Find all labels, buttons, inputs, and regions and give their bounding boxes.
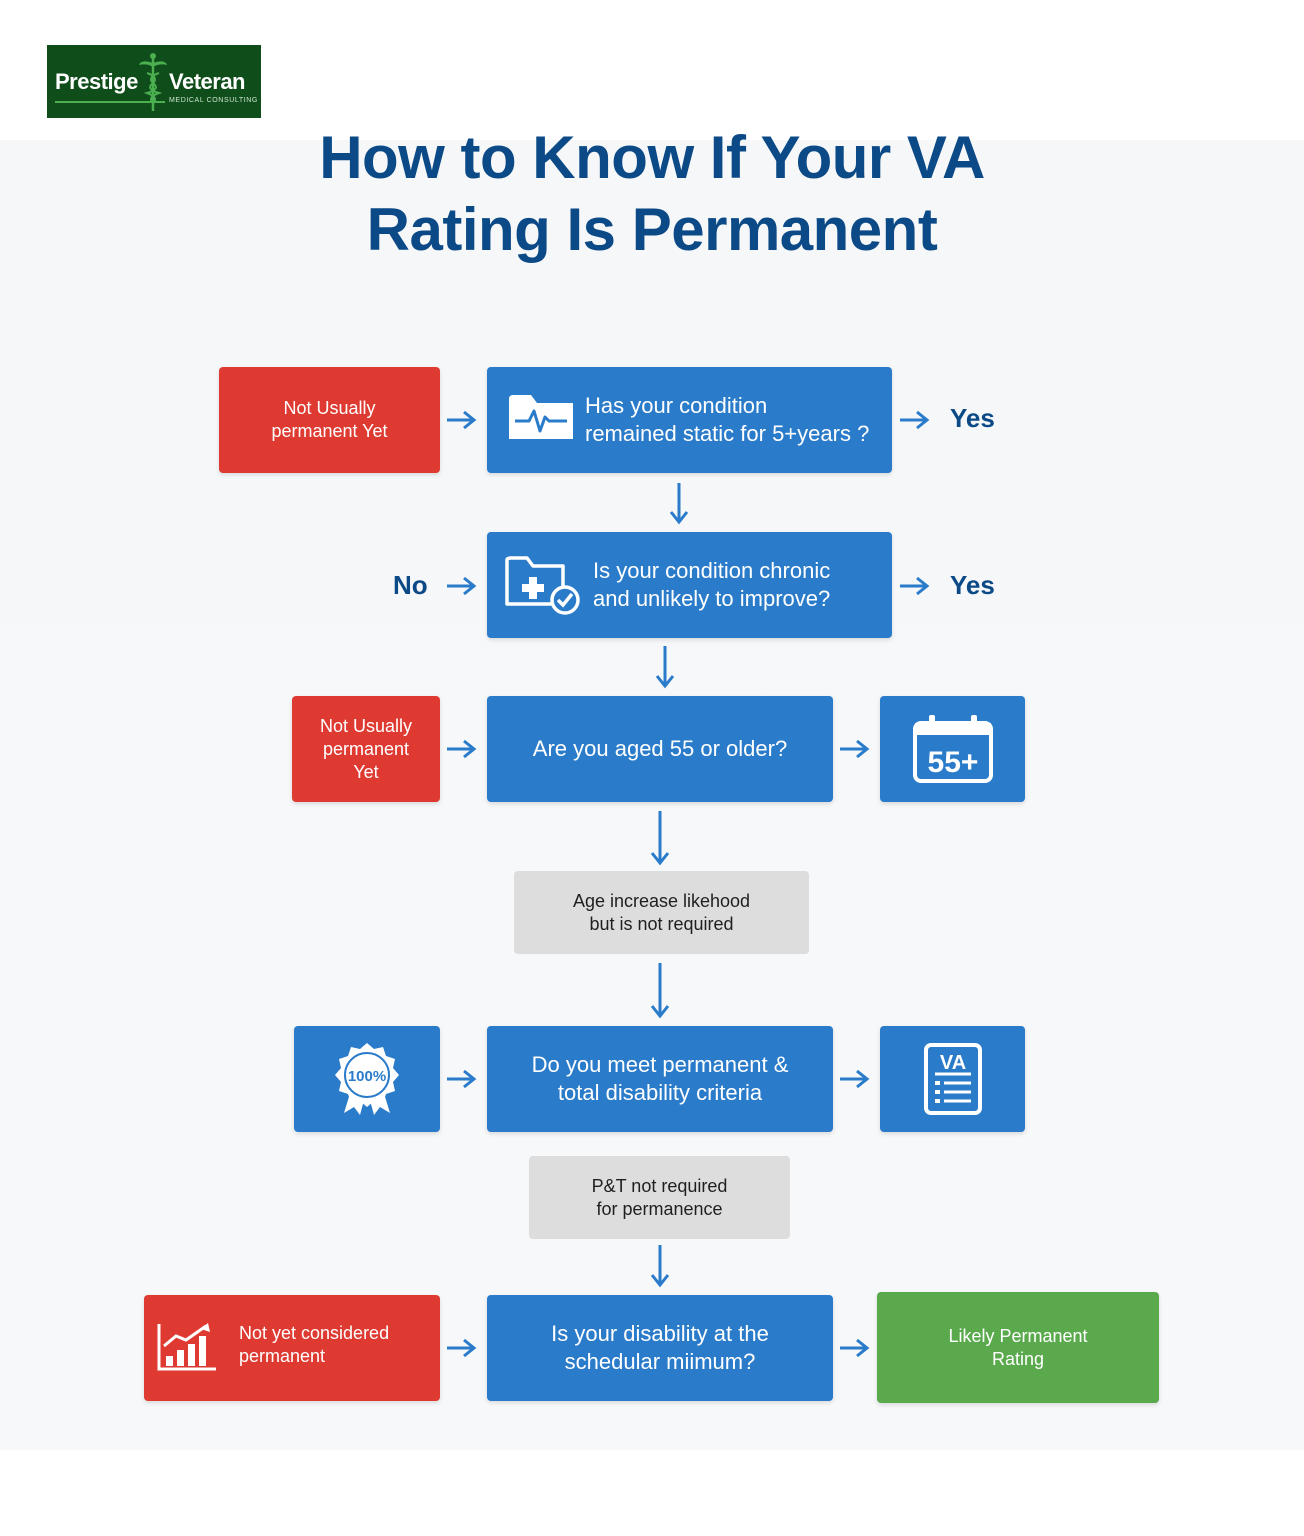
yes-label-1: Yes [950,403,995,433]
title-line-1: How to Know If Your VA [319,124,985,191]
page-title: How to Know If Your VA Rating Is Permane… [0,122,1304,266]
question-chronic-condition: Is your condition chronic and unlikely t… [487,532,892,638]
logo-word-veteran: Veteran [169,69,246,94]
question-text-2: Is your condition chronic and unlikely t… [593,558,831,611]
arrow-row3-left [447,739,477,759]
arrow-down-2 [655,646,675,689]
arrow-row1-left [447,410,477,430]
va-document-icon: VA [923,1043,982,1115]
arrow-row2-right [900,576,930,596]
question-pt-criteria: Do you meet permanent & total disability… [487,1026,833,1132]
arrow-row2-left [447,576,477,596]
question-aged-55: Are you aged 55 or older? [487,696,833,802]
arrow-down-4 [650,963,670,1019]
question-text-5: Is your disability at the schedular miim… [551,1321,769,1374]
arrow-row5-right [840,1338,870,1358]
va-document-box: VA [880,1026,1025,1132]
arrow-row3-right [840,739,870,759]
arrow-down-1 [669,483,689,525]
question-text-1: Has your condition remained static for 5… [585,393,870,446]
not-yet-permanent-box: Not yet considered permanent [144,1295,440,1401]
calendar-icon: 55+ [912,715,993,783]
question-text-4: Do you meet permanent & total disability… [531,1052,789,1105]
not-permanent-box-3: Not Usually permanent Yet [292,696,440,802]
not-permanent-box-1: Not Usually permanent Yet [219,367,440,473]
growth-chart-icon [157,1323,216,1371]
va-doc-text: VA [939,1052,965,1074]
award-100-text: 100% [348,1068,386,1085]
arrow-row4-right [840,1069,870,1089]
yes-label-2: Yes [950,570,995,600]
not-permanent-text-1: Not Usually permanent Yet [271,398,388,441]
award-badge-box: 100% [294,1026,440,1132]
arrow-row5-left [447,1338,477,1358]
logo-subtitle: MEDICAL CONSULTING [169,97,258,104]
question-static-5-years: Has your condition remained static for 5… [487,367,892,473]
question-text-3: Are you aged 55 or older? [532,736,788,761]
arrow-row1-right [900,410,930,430]
no-label-2: No [393,570,428,600]
arrow-down-3 [650,811,670,866]
title-line-2: Rating Is Permanent [366,196,938,263]
logo-underline [55,101,165,103]
age-note-text: Age increase likehood but is not require… [572,890,751,934]
arrow-row4-left [447,1069,477,1089]
brand-logo: Prestige Veteran MEDICAL CONSULTING [47,45,261,118]
likely-permanent-result: Likely Permanent Rating [877,1292,1159,1403]
not-yet-permanent-text: Not yet considered permanent [239,1323,390,1366]
question-schedular-minimum: Is your disability at the schedular miim… [487,1295,833,1401]
calendar-55-box: 55+ [880,696,1025,802]
not-permanent-text-3: Not Usually permanent Yet [319,715,413,782]
heartbeat-folder-icon [509,395,573,439]
pt-note-text: P&T not required for permanence [591,1175,728,1219]
medical-folder-check-icon [505,556,580,615]
arrow-down-5 [650,1245,670,1288]
age-note-box: Age increase likehood but is not require… [514,871,809,954]
calendar-55-text: 55+ [927,746,978,779]
likely-permanent-text: Likely Permanent Rating [948,1325,1088,1369]
pt-note-box: P&T not required for permanence [529,1156,790,1239]
award-ribbon-icon: 100% [335,1043,399,1115]
logo-word-prestige: Prestige [55,69,138,94]
